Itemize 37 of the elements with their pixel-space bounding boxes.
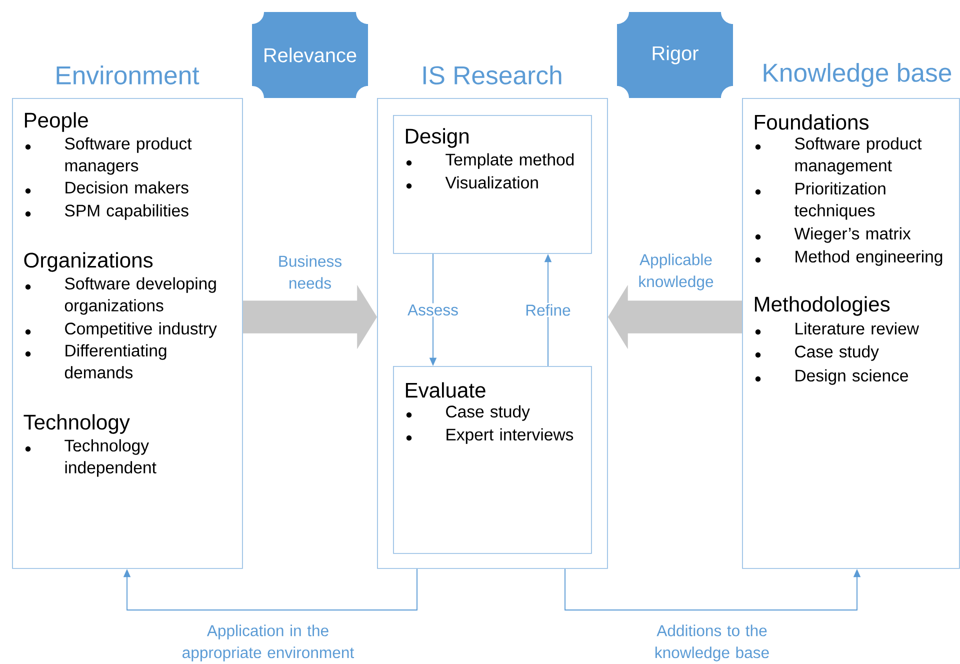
list-item: Method engineering [796, 250, 942, 266]
list-item: Literature review [796, 322, 920, 335]
column-title: IS Research [423, 66, 562, 84]
list-item: Case study [795, 345, 879, 361]
list-item: Competitive industry [65, 322, 217, 338]
list-item: Software product management [795, 137, 922, 175]
list-item: Software product managers [65, 137, 192, 175]
list-item: Prioritization techniques [794, 182, 886, 220]
column-title: Environment [56, 66, 200, 84]
list-item: Expert interviews [446, 428, 574, 444]
edge-label: Assess [406, 303, 460, 317]
edge-label: Business needs [279, 255, 342, 289]
section-heading: Evaluate [406, 382, 486, 398]
section-heading: Technology [24, 414, 130, 434]
section-heading: Design [406, 128, 468, 148]
list-item: Case study [446, 405, 530, 421]
list-item: Differentiating demands [64, 344, 166, 378]
list-item: Template method [446, 153, 574, 169]
section-heading: Methodologies [754, 296, 890, 316]
section-heading: Organizations [24, 252, 153, 272]
section-heading: People [24, 112, 88, 132]
edge-label: Applicable knowledge [639, 254, 714, 290]
list-item: Design science [796, 369, 908, 385]
edge-label: Additions to the knowledge base [655, 624, 769, 662]
edge-label: Refine [524, 303, 572, 317]
list-item: SPM capabilities [65, 204, 188, 220]
arrow [123, 568, 418, 610]
label-badge: Rigor [617, 12, 733, 98]
list-item: Technology independent [64, 439, 156, 477]
edge-label: Application in the appropriate environment [182, 624, 354, 662]
section-heading: Foundations [754, 114, 869, 130]
list-item: Wieger’s matrix [794, 227, 911, 243]
list-item: Software developing organizations [64, 277, 216, 315]
list-item: Visualization [445, 176, 538, 189]
label-badge: Relevance [252, 12, 368, 98]
list-item: Decision makers [66, 181, 188, 194]
column-title: Knowledge base [764, 62, 952, 87]
